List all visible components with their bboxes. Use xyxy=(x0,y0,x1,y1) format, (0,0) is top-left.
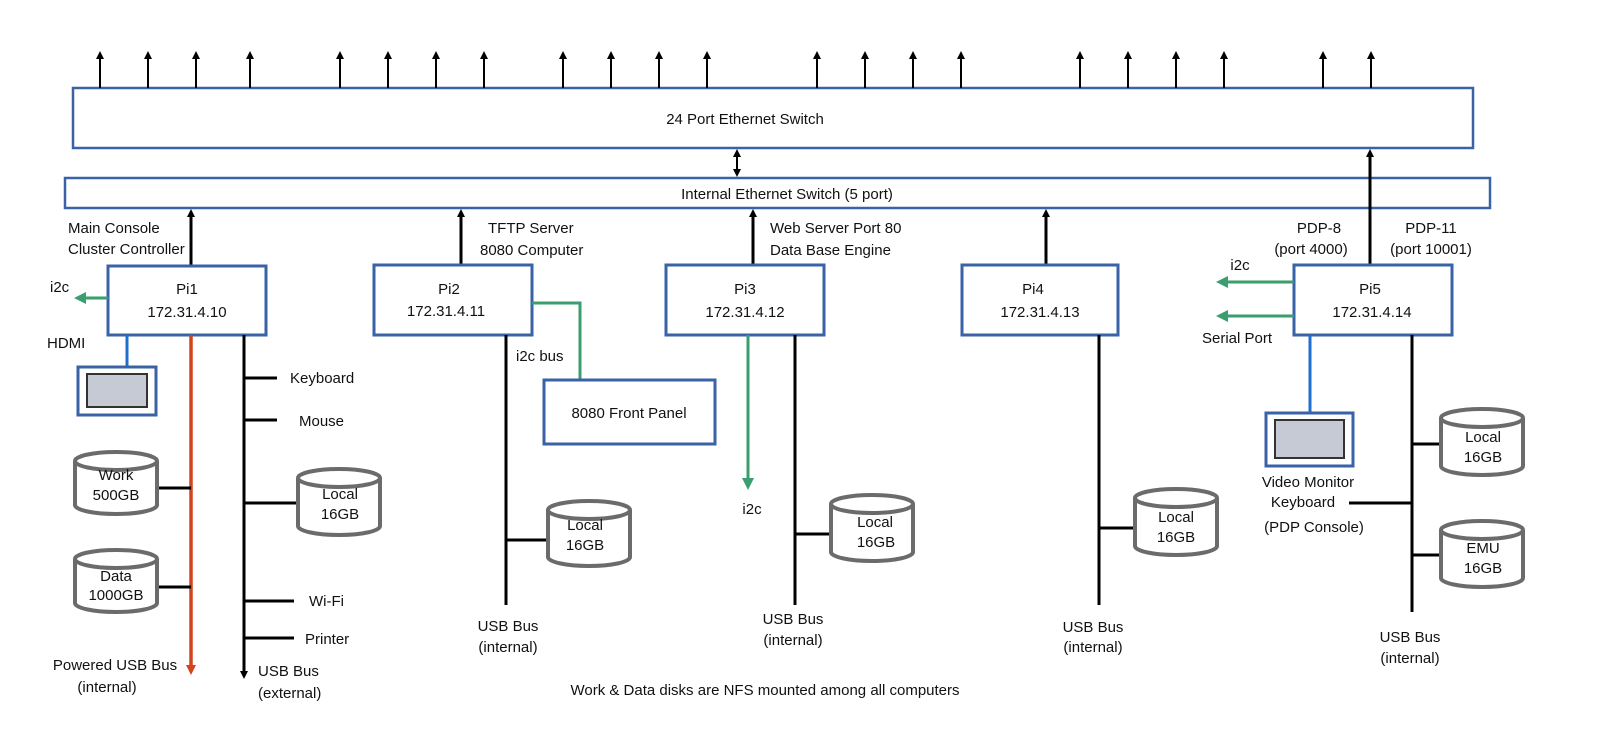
pi3-ip: 172.31.4.12 xyxy=(705,304,784,321)
svg-text:16GB: 16GB xyxy=(1157,529,1195,546)
svg-text:Work: Work xyxy=(99,467,134,484)
pi5-pdp8-port: (port 4000) xyxy=(1274,241,1347,258)
pi1-keyboard-label: Keyboard xyxy=(290,370,354,387)
pi2-name: Pi2 xyxy=(438,281,460,298)
pi2-front-panel-box xyxy=(542,378,717,446)
pi5-console-sub: (PDP Console) xyxy=(1264,519,1364,536)
svg-text:500GB: 500GB xyxy=(93,487,140,504)
pi5-usb-bus-sub: (internal) xyxy=(1380,650,1439,667)
svg-text:1000GB: 1000GB xyxy=(88,587,143,604)
svg-text:16GB: 16GB xyxy=(1464,560,1502,577)
pi1-printer-label: Printer xyxy=(305,631,349,648)
svg-text:16GB: 16GB xyxy=(857,534,895,551)
pi4-ip: 172.31.4.13 xyxy=(1000,304,1079,321)
pi3-usb-bus-label: USB Bus xyxy=(763,611,824,628)
switch24-label: 24 Port Ethernet Switch xyxy=(666,111,824,128)
pi2-front-panel-label: 8080 Front Panel xyxy=(571,405,686,422)
pi2-i2c-bus-line xyxy=(532,301,582,380)
switch-uplink-arrows xyxy=(96,51,1375,88)
pi5-usb-bus-label: USB Bus xyxy=(1380,629,1441,646)
pi2-usb-bus-label: USB Bus xyxy=(478,618,539,635)
pi1-ip: 172.31.4.10 xyxy=(147,304,226,321)
pi5-local-disk-icon: Local 16GB xyxy=(1439,407,1525,477)
pi1-node: Main Console Cluster Controller Pi1 172.… xyxy=(47,209,382,702)
pi5-i2c-label: i2c xyxy=(1230,257,1250,274)
svg-text:16GB: 16GB xyxy=(321,506,359,523)
pi1-wifi-label: Wi-Fi xyxy=(309,593,344,610)
pi4-local-disk-icon: Local 16GB xyxy=(1133,487,1219,557)
pi4-name: Pi4 xyxy=(1022,281,1044,298)
pi5-box xyxy=(1292,263,1454,337)
pi1-hdmi-label: HDMI xyxy=(47,335,85,352)
pi5-name: Pi5 xyxy=(1359,281,1381,298)
pi2-i2c-bus-label: i2c bus xyxy=(516,348,564,365)
pi1-usb-bus-sub: (external) xyxy=(258,685,321,702)
pi5-monitor-icon xyxy=(1264,411,1355,468)
pi1-usb-bus-label: USB Bus xyxy=(258,663,319,680)
pi2-ip: 172.31.4.11 xyxy=(407,303,485,320)
svg-text:Local: Local xyxy=(857,514,893,531)
pi4-usb-bus-label: USB Bus xyxy=(1063,619,1124,636)
pi2-usb-bus-sub: (internal) xyxy=(478,639,537,656)
pi2-role-2: 8080 Computer xyxy=(480,242,583,259)
svg-text:EMU: EMU xyxy=(1466,540,1499,557)
pi1-powered-bus-sub: (internal) xyxy=(77,679,136,696)
svg-text:Local: Local xyxy=(1465,429,1501,446)
pi4-usb-bus-sub: (internal) xyxy=(1063,639,1122,656)
switch5-label: Internal Ethernet Switch (5 port) xyxy=(681,186,893,203)
pi1-i2c-label: i2c xyxy=(50,279,70,296)
pi2-role: TFTP Server xyxy=(488,220,574,237)
pi1-role: Main Console xyxy=(68,220,160,237)
pi1-local-disk-icon: Local 16GB xyxy=(296,467,382,537)
pi5-ip: 172.31.4.14 xyxy=(1332,304,1411,321)
pi5-pdp8-label: PDP-8 xyxy=(1297,220,1341,237)
pi5-serial-label: Serial Port xyxy=(1202,330,1273,347)
svg-text:Local: Local xyxy=(567,517,603,534)
pi1-name: Pi1 xyxy=(176,281,198,298)
pi3-local-disk-icon: Local 16GB xyxy=(829,493,915,563)
svg-text:16GB: 16GB xyxy=(1464,449,1502,466)
pi4-box xyxy=(960,263,1120,337)
pi1-data-disk-icon: Data 1000GB xyxy=(73,548,159,614)
pi1-work-disk-icon: Work 500GB xyxy=(73,450,159,516)
ethernet-switch-5-port: Internal Ethernet Switch (5 port) xyxy=(63,176,1492,210)
pi2-box xyxy=(372,263,534,337)
pi5-console-keyboard: Keyboard xyxy=(1271,494,1335,511)
pi1-monitor-icon xyxy=(76,365,158,417)
pi5-node: PDP-8 (port 4000) PDP-11 (port 10001) Pi… xyxy=(1202,149,1525,667)
footnote: Work & Data disks are NFS mounted among … xyxy=(570,682,959,699)
pi3-usb-bus-sub: (internal) xyxy=(763,632,822,649)
pi3-box xyxy=(664,263,826,337)
svg-text:Data: Data xyxy=(100,568,132,585)
pi5-pdp11-label: PDP-11 xyxy=(1405,220,1456,237)
pi3-i2c-label: i2c xyxy=(742,501,762,518)
pi3-name: Pi3 xyxy=(734,281,756,298)
svg-text:Local: Local xyxy=(322,486,358,503)
svg-text:Local: Local xyxy=(1158,509,1194,526)
pi4-node: Pi4 172.31.4.13 Local 16GB USB Bus (inte… xyxy=(960,209,1219,656)
pi5-console-label: Video Monitor xyxy=(1262,474,1354,491)
pi2-node: TFTP Server 8080 Computer Pi2 172.31.4.1… xyxy=(372,209,717,656)
pi3-node: Web Server Port 80 Data Base Engine Pi3 … xyxy=(664,209,915,649)
pi2-local-disk-icon: Local 16GB xyxy=(546,499,632,568)
pi3-role-2: Data Base Engine xyxy=(770,242,891,259)
pi1-box xyxy=(106,264,268,337)
pi3-role: Web Server Port 80 xyxy=(770,220,901,237)
pi5-pdp11-port: (port 10001) xyxy=(1390,241,1472,258)
pi1-mouse-label: Mouse xyxy=(299,413,344,430)
pi1-role-2: Cluster Controller xyxy=(68,241,185,258)
svg-text:16GB: 16GB xyxy=(566,537,604,554)
pi5-emu-disk-icon: EMU 16GB xyxy=(1439,519,1525,589)
pi1-powered-bus-label: Powered USB Bus xyxy=(53,657,177,674)
ethernet-switch-24-port: 24 Port Ethernet Switch xyxy=(71,86,1475,150)
